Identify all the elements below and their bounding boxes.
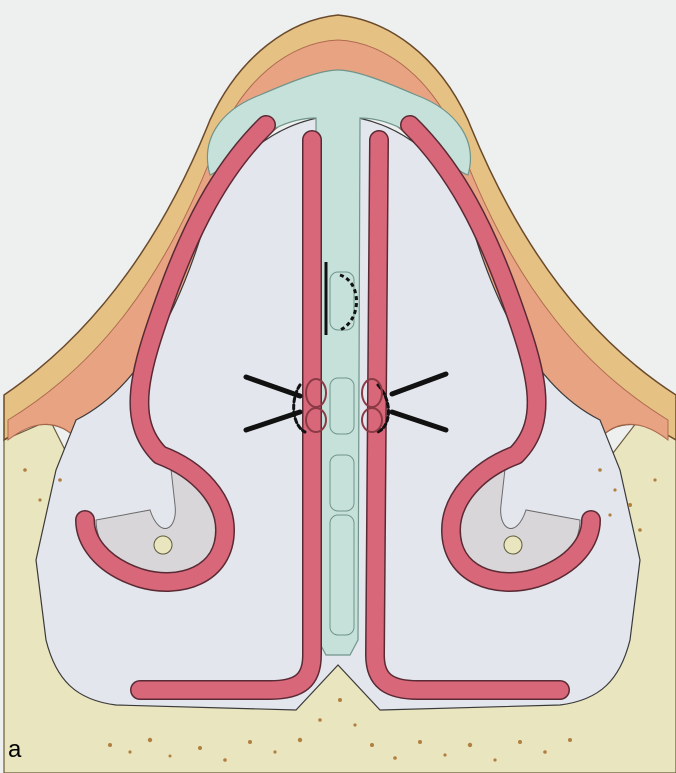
panel-label: a (8, 738, 21, 762)
